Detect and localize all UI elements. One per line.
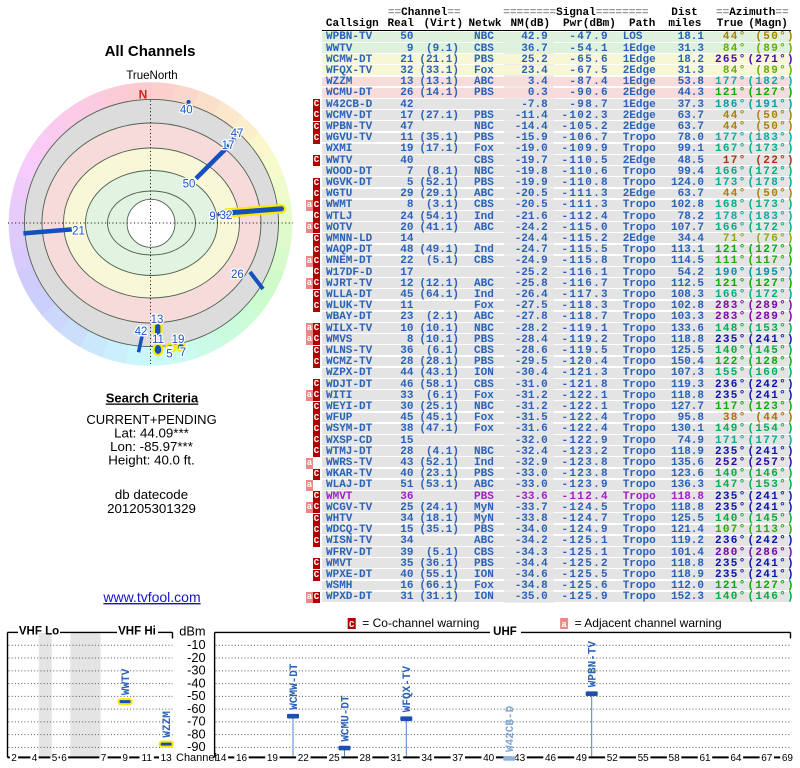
svg-text:42: 42 bbox=[135, 326, 148, 338]
svg-text:67: 67 bbox=[761, 753, 773, 764]
svg-text:WPBN-TV: WPBN-TV bbox=[588, 641, 600, 688]
svg-text:43: 43 bbox=[514, 753, 526, 764]
svg-text:26: 26 bbox=[231, 269, 244, 281]
svg-text:64: 64 bbox=[730, 753, 742, 764]
svg-text:Lon: -85.97***: Lon: -85.97*** bbox=[110, 439, 193, 454]
svg-text:-30: -30 bbox=[187, 663, 206, 678]
svg-text:C: C bbox=[349, 620, 355, 630]
svg-text:W42CB-D: W42CB-D bbox=[505, 705, 517, 752]
svg-text:9: 9 bbox=[209, 211, 215, 223]
svg-text:37: 37 bbox=[452, 753, 464, 764]
svg-text:WCMW-DT: WCMW-DT bbox=[289, 663, 301, 710]
svg-text:28: 28 bbox=[360, 753, 372, 764]
svg-text:61: 61 bbox=[699, 753, 711, 764]
svg-text:VHF Hi: VHF Hi bbox=[118, 625, 156, 637]
svg-text:9: 9 bbox=[122, 753, 128, 764]
svg-text:WWTV: WWTV bbox=[121, 668, 133, 695]
svg-text:dBm: dBm bbox=[179, 623, 205, 638]
svg-text:CURRENT+PENDING: CURRENT+PENDING bbox=[86, 412, 216, 427]
svg-text:19: 19 bbox=[267, 753, 279, 764]
svg-text:55: 55 bbox=[638, 753, 650, 764]
svg-text:Lat: 44.09***: Lat: 44.09*** bbox=[114, 426, 189, 441]
svg-text:a: a bbox=[561, 620, 567, 630]
svg-text:19: 19 bbox=[172, 334, 185, 346]
svg-text:WFQX-TV: WFQX-TV bbox=[402, 666, 414, 713]
svg-text:69: 69 bbox=[782, 753, 794, 764]
svg-text:31: 31 bbox=[390, 753, 402, 764]
svg-text:= Adjacent channel warning: = Adjacent channel warning bbox=[575, 616, 722, 630]
svg-text:Height: 40.0 ft.: Height: 40.0 ft. bbox=[108, 453, 194, 468]
svg-text:Channel: Channel bbox=[176, 752, 217, 764]
svg-text:25: 25 bbox=[329, 753, 341, 764]
svg-text:13: 13 bbox=[151, 314, 164, 326]
svg-text:-90: -90 bbox=[187, 739, 206, 754]
svg-text:49: 49 bbox=[576, 753, 588, 764]
svg-text:5: 5 bbox=[166, 349, 172, 361]
svg-text:All Channels: All Channels bbox=[105, 43, 196, 60]
svg-text:2: 2 bbox=[11, 753, 17, 764]
svg-text:N: N bbox=[139, 88, 148, 102]
svg-text:34: 34 bbox=[421, 753, 433, 764]
svg-text:UHF: UHF bbox=[493, 626, 517, 638]
svg-text:5: 5 bbox=[52, 753, 58, 764]
svg-text:-50: -50 bbox=[187, 688, 206, 703]
svg-text:-60: -60 bbox=[187, 701, 206, 716]
svg-text:40: 40 bbox=[483, 753, 495, 764]
svg-text:52: 52 bbox=[607, 753, 619, 764]
svg-text:-70: -70 bbox=[187, 714, 206, 729]
svg-text:7: 7 bbox=[101, 753, 107, 764]
svg-text:4: 4 bbox=[32, 753, 38, 764]
svg-text:58: 58 bbox=[669, 753, 681, 764]
svg-text:17: 17 bbox=[222, 140, 235, 152]
svg-text:13: 13 bbox=[161, 753, 173, 764]
svg-text:47: 47 bbox=[231, 128, 244, 140]
svg-text:= Co-channel warning: = Co-channel warning bbox=[362, 616, 479, 630]
svg-text:WCMU-DT: WCMU-DT bbox=[340, 695, 352, 742]
svg-text:11: 11 bbox=[152, 334, 164, 346]
svg-text:db datecode: db datecode bbox=[115, 487, 188, 502]
svg-text:-10: -10 bbox=[187, 637, 206, 652]
svg-text:50: 50 bbox=[183, 179, 196, 191]
svg-text:11: 11 bbox=[142, 753, 153, 764]
svg-text:14: 14 bbox=[215, 753, 227, 764]
svg-text:-40: -40 bbox=[187, 675, 206, 690]
svg-text:-80: -80 bbox=[187, 726, 206, 741]
svg-text:46: 46 bbox=[545, 753, 557, 764]
svg-text:21: 21 bbox=[72, 226, 85, 238]
svg-text:www.tvfool.com: www.tvfool.com bbox=[102, 589, 200, 605]
svg-text:7: 7 bbox=[180, 347, 186, 359]
svg-text:6: 6 bbox=[61, 753, 67, 764]
svg-text:40: 40 bbox=[180, 105, 193, 117]
svg-text:TrueNorth: TrueNorth bbox=[126, 70, 177, 82]
svg-text:VHF Lo: VHF Lo bbox=[19, 625, 59, 637]
svg-text:Search Criteria: Search Criteria bbox=[106, 391, 199, 406]
svg-text:201205301329: 201205301329 bbox=[107, 501, 196, 516]
svg-text:32: 32 bbox=[220, 210, 233, 222]
svg-text:22: 22 bbox=[298, 753, 310, 764]
svg-text:WZZM: WZZM bbox=[162, 711, 174, 738]
svg-text:16: 16 bbox=[236, 753, 248, 764]
svg-text:-20: -20 bbox=[187, 650, 206, 665]
